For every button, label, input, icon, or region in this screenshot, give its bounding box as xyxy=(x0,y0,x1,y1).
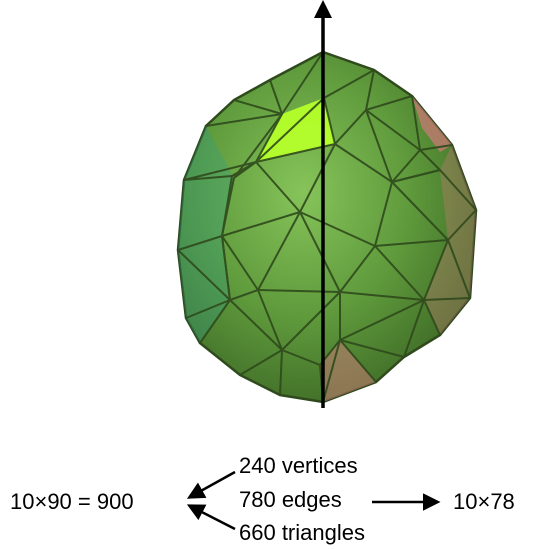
bottom-tint xyxy=(320,340,376,402)
polyhedron xyxy=(176,50,478,404)
right-result: 10×78 xyxy=(453,489,515,514)
edges-label: 780 edges xyxy=(239,487,342,512)
arrow-up-icon xyxy=(314,0,332,18)
vertices-label: 240 vertices xyxy=(239,453,358,478)
side-tint-right-top xyxy=(412,96,452,152)
side-tint-right xyxy=(424,145,476,335)
arrow-icon xyxy=(186,504,236,531)
highlighted-face xyxy=(256,98,335,162)
left-equation: 10×90 = 900 xyxy=(10,489,134,514)
triangles-label: 660 triangles xyxy=(239,520,365,545)
arrow-icon xyxy=(186,470,236,499)
